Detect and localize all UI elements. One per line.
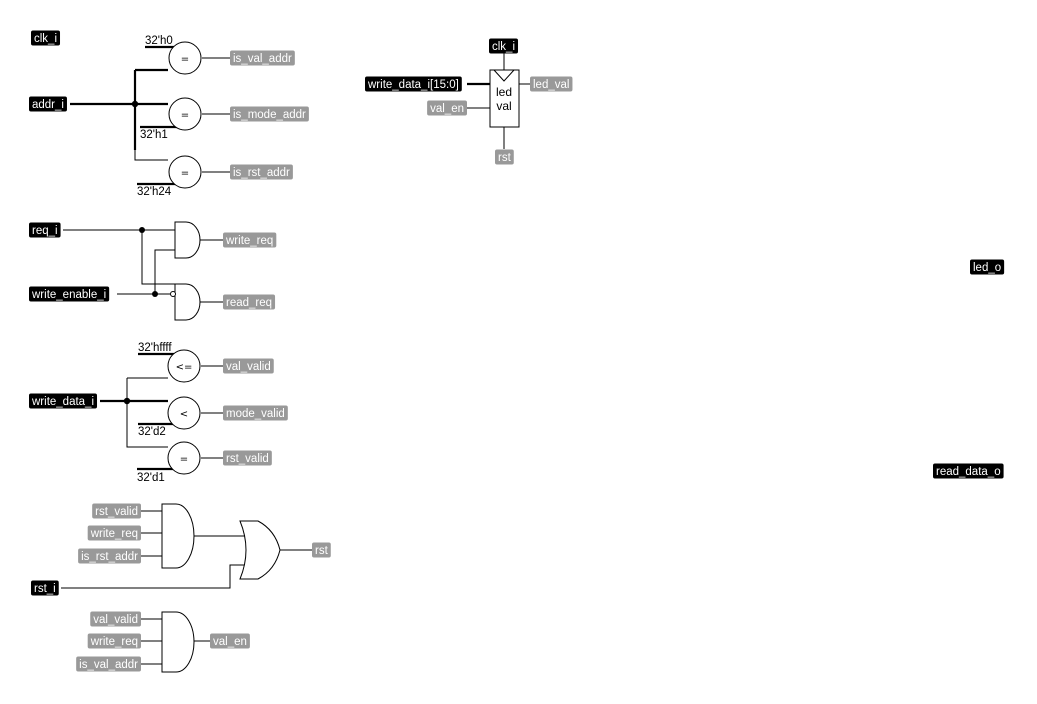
svg-text:clk_i: clk_i bbox=[34, 33, 57, 45]
comparator-op: = bbox=[181, 54, 189, 65]
junction-addr bbox=[131, 100, 139, 108]
svg-text:req_i: req_i bbox=[32, 225, 58, 237]
signal-is-val-addr[interactable]: is_val_addr bbox=[230, 50, 295, 66]
comparator-val-addr: = bbox=[168, 41, 202, 75]
signal-rst[interactable]: rst bbox=[312, 542, 331, 558]
port-write-data-i[interactable]: write_data_i bbox=[29, 393, 98, 409]
svg-text:rst_valid: rst_valid bbox=[95, 506, 138, 518]
const-h1: 32'h1 bbox=[140, 129, 168, 141]
const-h24: 32'h24 bbox=[137, 186, 172, 198]
signal-write-req[interactable]: write_req bbox=[223, 232, 277, 248]
svg-text:read_req: read_req bbox=[226, 297, 272, 309]
comparator-op: = bbox=[181, 110, 189, 121]
comparator-op: = bbox=[180, 454, 188, 465]
svg-text:write_req: write_req bbox=[225, 235, 273, 247]
port-write-enable-i[interactable]: write_enable_i bbox=[29, 286, 110, 302]
signal-is-rst-addr-in[interactable]: is_rst_addr bbox=[78, 548, 141, 564]
svg-text:is_val_addr: is_val_addr bbox=[233, 53, 292, 65]
and-gate-write-req bbox=[174, 221, 201, 259]
signal-is-mode-addr[interactable]: is_mode_addr bbox=[230, 106, 309, 122]
and-gate-val-en bbox=[161, 611, 195, 673]
signal-rst-register[interactable]: rst bbox=[495, 149, 514, 165]
signal-val-valid[interactable]: val_valid bbox=[223, 358, 274, 374]
comparator-val-valid: <= bbox=[167, 349, 201, 383]
svg-text:is_mode_addr: is_mode_addr bbox=[233, 109, 306, 121]
const-d1: 32'd1 bbox=[137, 472, 165, 484]
and-gate-rst-cond bbox=[161, 503, 195, 569]
port-read-data-o[interactable]: read_data_o bbox=[933, 463, 1004, 479]
signal-write-req-in-val[interactable]: write_req bbox=[87, 633, 141, 649]
signal-is-val-addr-in[interactable]: is_val_addr bbox=[76, 656, 141, 672]
svg-text:val_en: val_en bbox=[430, 103, 464, 115]
svg-text:led_val: led_val bbox=[533, 79, 569, 91]
svg-text:write_data_i[15:0]: write_data_i[15:0] bbox=[367, 79, 459, 91]
junctions bbox=[123, 100, 158, 405]
signal-rst-valid-in[interactable]: rst_valid bbox=[92, 503, 141, 519]
comparator-mode-addr: = bbox=[168, 97, 202, 131]
svg-text:led_o: led_o bbox=[973, 262, 1001, 274]
svg-text:clk_i: clk_i bbox=[492, 41, 515, 53]
svg-text:val_valid: val_valid bbox=[226, 361, 271, 373]
port-write-data-slice[interactable]: write_data_i[15:0] bbox=[365, 76, 462, 92]
port-req-i[interactable]: req_i bbox=[29, 222, 61, 238]
port-clk-i[interactable]: clk_i bbox=[31, 30, 61, 46]
svg-text:write_data_i: write_data_i bbox=[31, 396, 94, 408]
svg-text:write_enable_i: write_enable_i bbox=[31, 289, 106, 301]
svg-text:rst: rst bbox=[498, 152, 512, 164]
inverter-bubble bbox=[170, 291, 176, 297]
signal-val-en-register[interactable]: val_en bbox=[427, 100, 467, 116]
svg-text:is_rst_addr: is_rst_addr bbox=[81, 551, 138, 563]
signal-led-val[interactable]: led_val bbox=[530, 76, 573, 92]
const-h0: 32'h0 bbox=[145, 35, 173, 47]
const-d2: 32'd2 bbox=[138, 426, 166, 438]
comparator-op: <= bbox=[176, 362, 193, 373]
junction-wdata bbox=[123, 397, 131, 405]
svg-text:rst: rst bbox=[315, 545, 329, 557]
signal-val-valid-in[interactable]: val_valid bbox=[90, 611, 141, 627]
port-clk-i-register[interactable]: clk_i bbox=[489, 38, 519, 54]
led-val-register: led val bbox=[489, 69, 520, 128]
signal-is-rst-addr[interactable]: is_rst_addr bbox=[230, 164, 293, 180]
svg-text:mode_valid: mode_valid bbox=[226, 408, 285, 420]
port-led-o[interactable]: led_o bbox=[970, 259, 1005, 275]
svg-text:rst_i: rst_i bbox=[34, 583, 56, 595]
signal-rst-valid[interactable]: rst_valid bbox=[223, 450, 272, 466]
svg-text:val_en: val_en bbox=[213, 636, 247, 648]
net-labels: clk_i addr_i req_i write_enable_i write_… bbox=[29, 30, 1005, 672]
wires bbox=[61, 45, 530, 665]
port-rst-i[interactable]: rst_i bbox=[31, 580, 59, 596]
comparator-mode-valid: < bbox=[167, 396, 201, 430]
svg-text:read_data_o: read_data_o bbox=[936, 466, 1001, 478]
signal-val-en[interactable]: val_en bbox=[210, 633, 250, 649]
port-addr-i[interactable]: addr_i bbox=[29, 96, 67, 112]
junction-we bbox=[152, 291, 158, 297]
register-name-line2: val bbox=[496, 99, 511, 113]
svg-text:val_valid: val_valid bbox=[93, 614, 138, 626]
constants: 32'h0 32'h1 32'h24 32'hffff 32'd2 32'd1 bbox=[137, 35, 173, 484]
svg-text:is_val_addr: is_val_addr bbox=[79, 659, 138, 671]
svg-text:write_req: write_req bbox=[90, 528, 138, 540]
comparator-rst-valid: = bbox=[167, 441, 201, 475]
comparator-op: = bbox=[181, 168, 189, 179]
and-gate-read-req bbox=[174, 283, 201, 321]
svg-text:rst_valid: rst_valid bbox=[226, 453, 269, 465]
junction-req bbox=[139, 227, 145, 233]
signal-write-req-in-rst[interactable]: write_req bbox=[87, 525, 141, 541]
comparator-op: < bbox=[180, 409, 188, 420]
signal-mode-valid[interactable]: mode_valid bbox=[223, 405, 288, 421]
svg-text:is_rst_addr: is_rst_addr bbox=[233, 167, 290, 179]
register-name-line1: led bbox=[496, 85, 512, 99]
signal-read-req[interactable]: read_req bbox=[223, 294, 276, 310]
or-gate-rst bbox=[239, 520, 281, 580]
comparator-rst-addr: = bbox=[168, 155, 202, 189]
svg-text:write_req: write_req bbox=[90, 636, 138, 648]
const-hffff: 32'hffff bbox=[138, 342, 172, 354]
svg-text:addr_i: addr_i bbox=[32, 99, 64, 111]
